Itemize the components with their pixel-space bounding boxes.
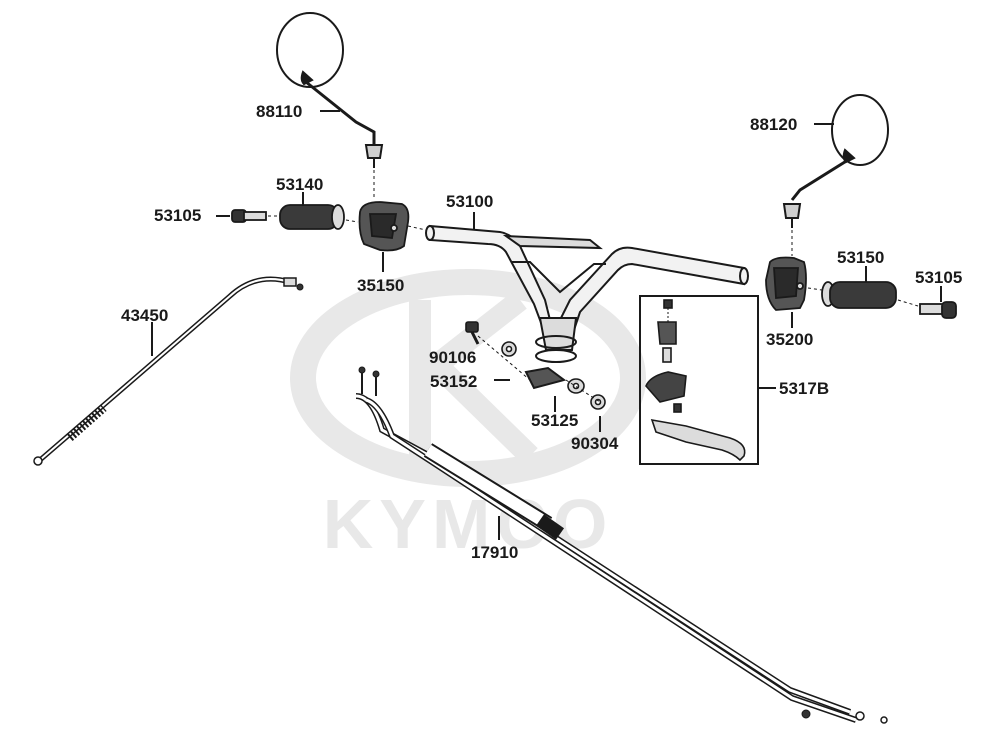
brake-cable-43450[interactable] <box>33 276 304 466</box>
part-label-88120[interactable]: 88120 <box>750 115 798 134</box>
part-label-90304[interactable]: 90304 <box>571 434 619 453</box>
part-label-53125[interactable]: 53125 <box>531 411 579 430</box>
handlebar[interactable] <box>425 224 749 390</box>
part-label-43450[interactable]: 43450 <box>121 306 169 325</box>
part-label-53105-right[interactable]: 53105 <box>915 268 963 287</box>
left-switch-housing[interactable] <box>358 201 410 252</box>
bolt-90106[interactable] <box>465 321 480 345</box>
washer-53152[interactable] <box>501 341 517 357</box>
part-label-53152[interactable]: 53152 <box>430 372 478 391</box>
part-label-53140[interactable]: 53140 <box>276 175 324 194</box>
part-label-17910[interactable]: 17910 <box>471 543 519 562</box>
lever-assembly-box <box>639 295 759 465</box>
part-label-88110[interactable]: 88110 <box>256 102 303 121</box>
watermark-brand-text: KYMCO <box>323 485 614 563</box>
part-label-35200[interactable]: 35200 <box>766 330 814 349</box>
right-grip[interactable] <box>821 281 897 309</box>
washer-53125[interactable] <box>567 378 585 394</box>
nut-90304[interactable] <box>590 394 606 410</box>
throttle-cable-17910[interactable] <box>355 366 888 724</box>
right-switch-housing[interactable] <box>765 256 807 311</box>
left-mirror[interactable] <box>276 12 384 168</box>
part-label-35150[interactable]: 35150 <box>357 276 405 295</box>
part-label-5317B[interactable]: 5317B <box>779 379 830 398</box>
brake-lever-assembly[interactable] <box>645 299 746 462</box>
right-bar-end-weight[interactable] <box>919 301 957 319</box>
left-grip[interactable] <box>279 204 345 230</box>
right-mirror[interactable] <box>782 94 889 228</box>
part-label-90106[interactable]: 90106 <box>429 348 477 367</box>
leader-lines <box>151 110 942 540</box>
left-bar-end-weight[interactable] <box>231 209 267 223</box>
part-label-53105-left[interactable]: 53105 <box>154 206 202 225</box>
part-label-53100[interactable]: 53100 <box>446 192 494 211</box>
part-label-53150[interactable]: 53150 <box>837 248 885 267</box>
